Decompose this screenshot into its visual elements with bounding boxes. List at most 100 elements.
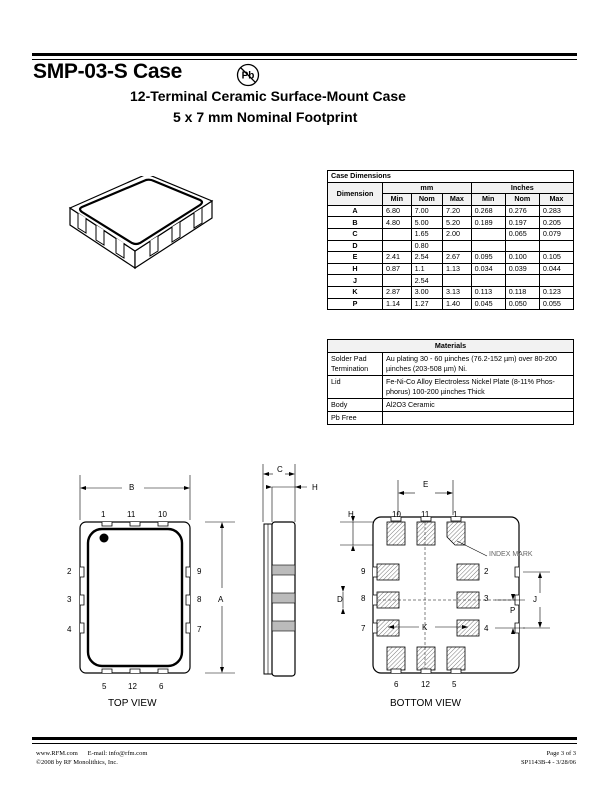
dimension-value: 0.065 xyxy=(504,227,540,241)
dimension-value: 1.65 xyxy=(410,227,444,241)
pin-label: 5 xyxy=(102,682,107,691)
dimension-label: A xyxy=(327,204,383,218)
dimension-value: 2.41 xyxy=(382,251,412,264)
case-dimensions-table: Case Dimensions Dimension mm Inches Min … xyxy=(327,170,575,311)
dimension-value xyxy=(470,239,506,253)
footer-email-link[interactable]: E-mail: info@rfm.com xyxy=(87,750,148,757)
material-name: Pb Free xyxy=(327,411,383,425)
dim-h-side-label: H xyxy=(312,483,318,492)
dimension-value: 0.118 xyxy=(504,285,540,299)
pin-label: 6 xyxy=(159,682,164,691)
pin-label: 11 xyxy=(127,510,136,519)
dim-k-label: K xyxy=(422,623,428,632)
index-mark-label: INDEX MARK xyxy=(489,551,533,558)
pin-label: 7 xyxy=(197,625,202,634)
pin-label: 12 xyxy=(128,682,137,691)
footer-copyright: ©2008 by RF Monolithics, Inc. xyxy=(36,759,118,766)
dimension-value: 1.40 xyxy=(442,297,472,311)
material-name: Lid xyxy=(327,375,383,399)
dimension-value: 2.54 xyxy=(410,251,444,264)
dimension-value: 7.00 xyxy=(410,204,444,218)
dimension-value: 6.80 xyxy=(382,204,412,218)
subtitle-footprint: 5 x 7 mm Nominal Footprint xyxy=(173,109,358,125)
dimension-value: 0.055 xyxy=(538,297,575,311)
dimension-value: 0.87 xyxy=(382,262,412,276)
pin-label: 5 xyxy=(452,680,457,689)
material-name: Solder Pad Termination xyxy=(327,352,383,376)
dimension-value xyxy=(382,274,412,287)
dimension-value xyxy=(470,227,506,241)
subheader-cell: Min xyxy=(382,193,412,206)
pin-label: 2 xyxy=(484,567,489,576)
dimension-value: 2.67 xyxy=(442,251,472,264)
dimension-value: 0.197 xyxy=(504,216,540,229)
pin-label: 8 xyxy=(197,595,202,604)
dimension-header: Dimension xyxy=(327,181,383,206)
page-title: SMP-03-S Case xyxy=(33,60,182,83)
dimension-value: 0.039 xyxy=(504,262,540,276)
pin-label: 9 xyxy=(361,567,366,576)
pin-label: 2 xyxy=(67,567,72,576)
dim-e-label: E xyxy=(423,480,429,489)
footer-page-number: Page 3 of 3 xyxy=(546,750,576,757)
dimension-label: K xyxy=(327,285,383,299)
subheader-cell: Max xyxy=(442,193,472,206)
footer-web-link[interactable]: www.RFM.com xyxy=(36,750,78,757)
dimension-label: B xyxy=(327,216,383,229)
dimension-value: 0.045 xyxy=(470,297,506,311)
dimension-value: 4.80 xyxy=(382,216,412,229)
dimension-value: 5.20 xyxy=(442,216,472,229)
table-caption: Case Dimensions xyxy=(327,170,574,183)
material-value: Fe-Ni-Co Alloy Electroless Nickel Plate … xyxy=(382,375,574,399)
table-header-row: Dimension mm Inches xyxy=(327,181,575,206)
material-value: Au plating 30 - 60 µinches (76.2-152 µm)… xyxy=(382,352,574,376)
dim-d-label: D xyxy=(337,595,343,604)
dimension-value: 0.105 xyxy=(538,251,575,264)
dimension-value xyxy=(382,227,412,241)
table-caption-row: Case Dimensions xyxy=(327,170,574,183)
dimension-value xyxy=(538,274,575,287)
pin-label: 12 xyxy=(421,680,430,689)
dimension-value: 2.54 xyxy=(410,274,444,287)
pin-label: 4 xyxy=(67,625,72,634)
dimension-label: E xyxy=(327,251,383,264)
subheader-cell: Max xyxy=(538,193,575,206)
dimension-label: C xyxy=(327,227,383,241)
pin-label: 11 xyxy=(421,510,430,519)
dimension-value xyxy=(504,239,540,253)
dimension-value xyxy=(442,274,472,287)
table-caption-row: Materials xyxy=(327,339,574,353)
table-row: Solder Pad Termination Au plating 30 - 6… xyxy=(327,352,574,376)
dim-a-label: A xyxy=(218,595,224,604)
dimension-value: 2.00 xyxy=(442,227,472,241)
dimension-value xyxy=(470,274,506,287)
side-view-drawing xyxy=(262,464,307,677)
dimension-value: 0.80 xyxy=(410,239,444,253)
pin-label: 3 xyxy=(484,594,489,603)
table-subheader-row: Min Nom Max Min Nom Max xyxy=(328,193,575,206)
dimension-value: 2.87 xyxy=(382,285,412,299)
bottom-view-label: BOTTOM VIEW xyxy=(390,698,461,709)
table-row: Pb Free xyxy=(327,411,574,425)
material-value: Al2O3 Ceramic xyxy=(382,398,574,412)
dimension-value: 0.079 xyxy=(538,227,575,241)
dimension-value: 0.050 xyxy=(504,297,540,311)
dimension-value: 5.00 xyxy=(410,216,444,229)
dimension-value: 7.20 xyxy=(442,204,472,218)
footer-rule-thin xyxy=(32,743,577,744)
top-view-drawing xyxy=(79,475,235,674)
pin-label: 7 xyxy=(361,624,366,633)
dim-h-bottom-label: H xyxy=(348,510,354,519)
dim-p-label: P xyxy=(510,606,516,615)
pin-label: 6 xyxy=(394,680,399,689)
subheader-cell: Min xyxy=(470,193,506,206)
materials-caption: Materials xyxy=(327,339,574,353)
dimension-value: 0.034 xyxy=(470,262,506,276)
pin-label: 1 xyxy=(453,510,458,519)
dimension-value: 0.100 xyxy=(504,251,540,264)
